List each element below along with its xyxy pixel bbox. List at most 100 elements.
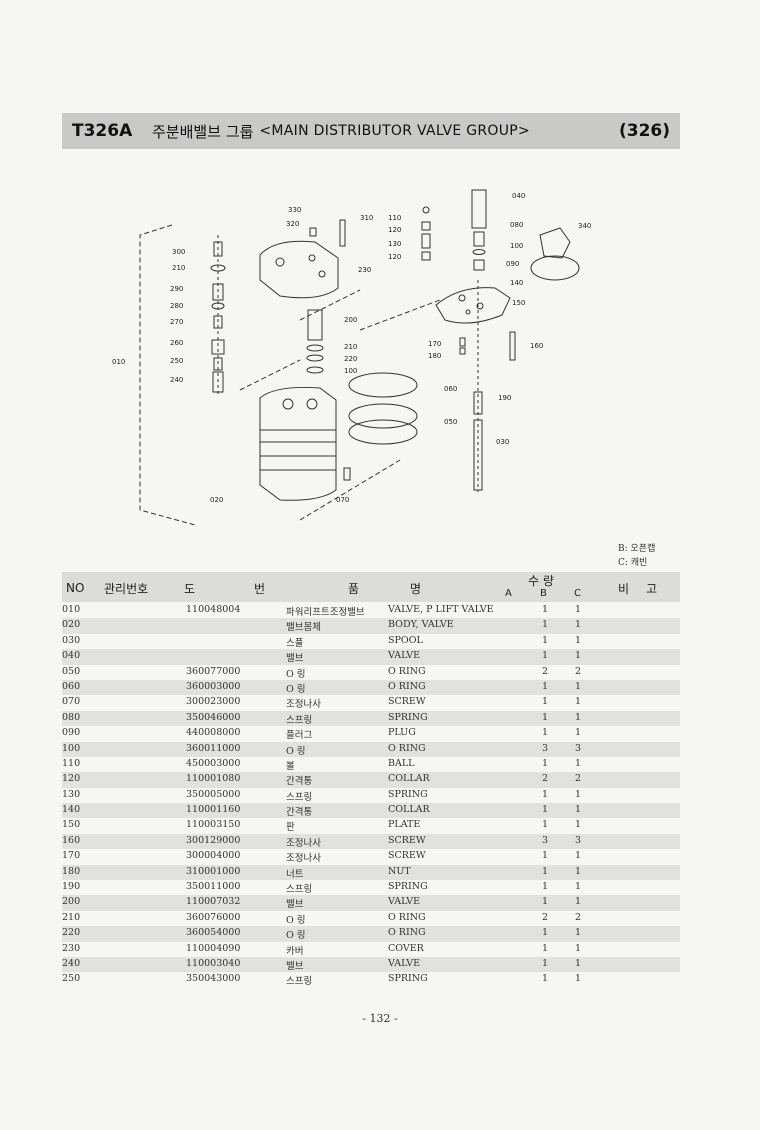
management-number: 310001000 — [186, 865, 241, 877]
part-name-korean: 스풀 — [286, 637, 304, 649]
part-name-korean: 밸브몸체 — [286, 622, 321, 634]
management-number: 350011000 — [186, 881, 241, 893]
part-090 — [473, 259, 485, 271]
management-number: 360003000 — [186, 680, 241, 692]
part-320 — [309, 227, 317, 237]
part-name-english: O RING — [388, 665, 426, 677]
part-number: 250 — [62, 973, 81, 985]
table-row: 030 스풀 SPOOL 1 1 — [62, 634, 680, 649]
qty-a: 1 — [541, 634, 549, 646]
qty-b: 1 — [574, 850, 582, 862]
qty-a: 1 — [541, 650, 549, 662]
label-320: 320 — [286, 220, 299, 228]
part-name-english: COLLAR — [388, 804, 430, 816]
qty-a: 1 — [541, 757, 549, 769]
qty-b: 3 — [574, 834, 582, 846]
management-number: 350005000 — [186, 788, 241, 800]
part-number: 110 — [62, 757, 81, 769]
part-name-english: BODY, VALVE — [388, 619, 454, 631]
qty-a: 1 — [541, 680, 549, 692]
part-name-english: VALVE — [388, 896, 421, 908]
part-number: 230 — [62, 942, 81, 954]
part-number: 160 — [62, 834, 81, 846]
exploded-parts-diagram: 010 020 030 040 050 060 070 080 090 100 … — [112, 189, 591, 526]
qty-b: 1 — [574, 927, 582, 939]
part-number: 060 — [62, 680, 81, 692]
part-name-english: SPRING — [388, 788, 428, 800]
management-number: 300129000 — [186, 834, 241, 846]
group-code: T326A — [72, 121, 133, 141]
part-number: 140 — [62, 804, 81, 816]
label-020: 020 — [210, 496, 223, 504]
part-number: 120 — [62, 773, 81, 785]
part-name-english: O RING — [388, 680, 426, 692]
qty-a: 3 — [541, 742, 549, 754]
part-name-english: BALL — [388, 757, 415, 769]
qty-a: 1 — [541, 881, 549, 893]
part-name-english: SPOOL — [388, 634, 423, 646]
qty-a: 2 — [541, 665, 549, 677]
part-name-english: SPRING — [388, 881, 428, 893]
part-name-korean: O 링 — [286, 668, 306, 680]
qty-b: 1 — [574, 788, 582, 800]
part-150-plate — [435, 287, 511, 324]
part-070 — [343, 467, 351, 481]
header-qty-c: C — [574, 588, 581, 599]
parts-table-header: NO 관리번호 도 번 품 명 수 량 A B C 비 고 — [62, 572, 680, 602]
part-name-korean: 너트 — [286, 868, 304, 880]
qty-a: 1 — [541, 973, 549, 985]
part-340-cover — [539, 227, 571, 259]
part-name-english: NUT — [388, 865, 411, 877]
label-110: 110 — [388, 214, 401, 222]
part-name-korean: 조정나사 — [286, 837, 321, 849]
label-300: 300 — [172, 248, 185, 256]
qty-a: 1 — [541, 804, 549, 816]
qty-b: 2 — [574, 665, 582, 677]
part-number: 210 — [62, 911, 81, 923]
part-number: 030 — [62, 634, 81, 646]
part-name-korean: 스프링 — [286, 884, 313, 896]
part-number: 040 — [62, 650, 81, 662]
part-name-korean: O 링 — [286, 914, 306, 926]
part-number: 020 — [62, 619, 81, 631]
label-330: 330 — [288, 206, 301, 214]
qty-b: 2 — [574, 773, 582, 785]
qty-a: 1 — [541, 850, 549, 862]
header-quantity: 수 량 — [528, 574, 554, 588]
part-number: 170 — [62, 850, 81, 862]
qty-b: 1 — [574, 865, 582, 877]
label-280: 280 — [170, 302, 183, 310]
part-name-korean: O 링 — [286, 683, 306, 695]
part-name-korean: 판 — [286, 822, 295, 834]
part-name-korean: 스프링 — [286, 791, 313, 803]
part-number: 080 — [62, 711, 81, 723]
qty-b: 1 — [574, 957, 582, 969]
part-name-korean: 밸브 — [286, 653, 304, 665]
qty-a: 1 — [541, 819, 549, 831]
part-220 — [306, 354, 324, 362]
part-number: 010 — [62, 604, 81, 615]
part-name-korean: 조정나사 — [286, 699, 321, 711]
label-210-center: 210 — [344, 343, 357, 351]
label-310: 310 — [360, 214, 373, 222]
management-number: 110003040 — [186, 957, 241, 969]
part-name-english: SCREW — [388, 834, 426, 846]
legend: B: 오픈캡 C: 캐빈 — [618, 542, 655, 570]
label-270: 270 — [170, 318, 183, 326]
qty-b: 1 — [574, 634, 582, 646]
